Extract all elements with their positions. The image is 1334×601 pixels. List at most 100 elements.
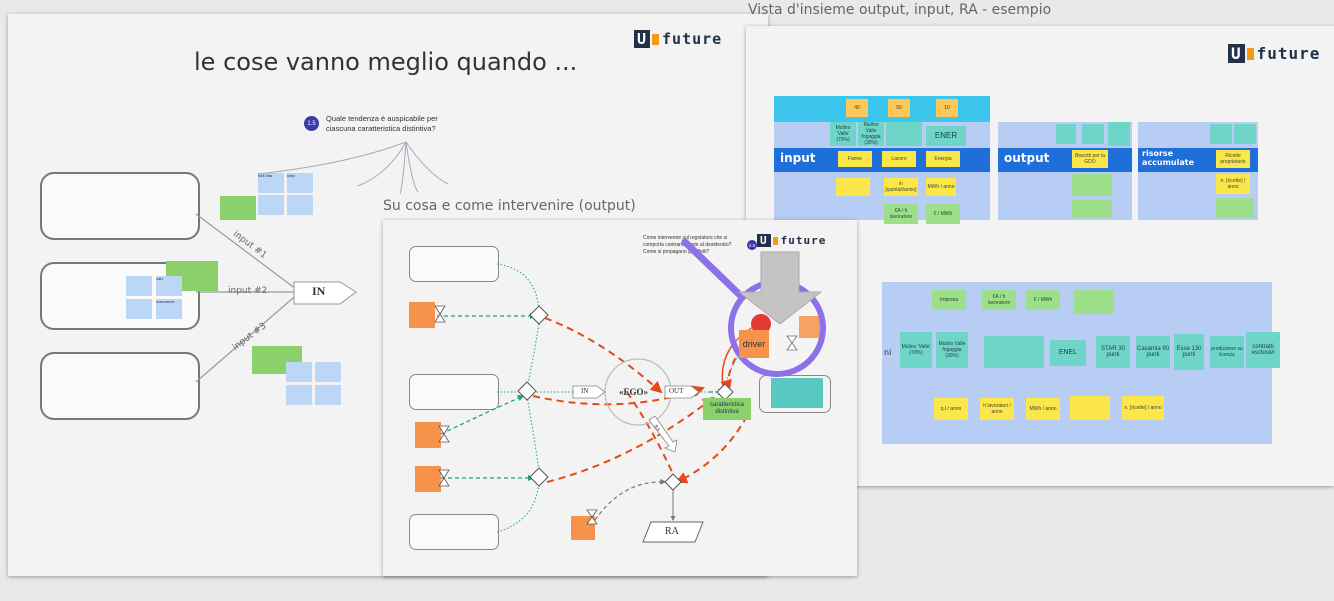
note[interactable]: Farine bbox=[838, 151, 872, 167]
carat-note[interactable]: caratteristica distintiva bbox=[703, 398, 751, 420]
icon-tile[interactable] bbox=[258, 195, 284, 215]
note[interactable]: produzione su licenza bbox=[1210, 336, 1244, 368]
green-note[interactable] bbox=[220, 196, 256, 220]
carat-label: caratteristica distintiva bbox=[709, 402, 744, 415]
note[interactable]: STAR 30 punti bbox=[1096, 336, 1130, 368]
note[interactable]: Casamia 90 punti bbox=[1136, 336, 1170, 368]
note[interactable] bbox=[1082, 124, 1104, 144]
risorse-header-label: risorse accumulate bbox=[1142, 149, 1194, 167]
note[interactable]: ENEL bbox=[1050, 340, 1086, 366]
note[interactable] bbox=[1072, 200, 1112, 218]
icon-tile[interactable] bbox=[286, 385, 312, 405]
note[interactable]: in [quintali/anno] bbox=[884, 178, 918, 196]
out-label: OUT bbox=[669, 387, 684, 395]
tile-text: tutti alta bbox=[258, 173, 273, 178]
input-box-3[interactable] bbox=[40, 352, 200, 420]
input-label-2: input #2 bbox=[228, 286, 268, 296]
note[interactable]: € / MWh bbox=[1026, 290, 1060, 310]
note[interactable]: n. [ricette] / anno bbox=[1216, 174, 1250, 194]
note[interactable] bbox=[1234, 124, 1256, 144]
note[interactable] bbox=[836, 178, 870, 196]
icon-tile[interactable] bbox=[126, 299, 152, 319]
left-connectors bbox=[195, 141, 449, 383]
note[interactable] bbox=[799, 316, 821, 338]
note[interactable]: € / MWh bbox=[926, 204, 960, 224]
note[interactable] bbox=[1072, 174, 1112, 196]
note[interactable]: ENER bbox=[926, 126, 966, 146]
icon-tile[interactable]: tutti alta bbox=[258, 173, 284, 193]
note[interactable]: Ricette proprietarie bbox=[1216, 150, 1250, 168]
output-band-header bbox=[998, 148, 1132, 172]
icon-tile[interactable]: tutto bbox=[287, 173, 313, 193]
teal-block[interactable] bbox=[771, 378, 823, 408]
tile-text: mancanza bbox=[156, 299, 175, 304]
question-line-3: Come si propagano gli effetti? bbox=[643, 249, 710, 255]
note[interactable] bbox=[1056, 124, 1076, 144]
note[interactable]: Biscotti per la GDO bbox=[1072, 150, 1108, 168]
note[interactable] bbox=[1070, 396, 1110, 420]
question-line-1: Quale tendenza è auspicabile per bbox=[326, 114, 438, 123]
ra-label: RA bbox=[665, 526, 679, 537]
logo-u: U bbox=[757, 234, 771, 247]
logo-u: U bbox=[1228, 44, 1245, 63]
driver-label: driver bbox=[742, 339, 766, 349]
input-band-row3 bbox=[774, 172, 990, 198]
note[interactable]: Mulino Valle fogaggia (30%) bbox=[858, 122, 884, 146]
note[interactable]: h lavoratori / anno bbox=[980, 398, 1014, 420]
page-title: le cose vanno meglio quando ... bbox=[194, 48, 578, 76]
question-badge: 1.5 bbox=[304, 116, 319, 131]
note[interactable]: MWh / anno bbox=[926, 178, 956, 196]
note[interactable]: €A / h lavoratore bbox=[982, 290, 1016, 310]
input-box-2[interactable] bbox=[409, 374, 499, 410]
note[interactable] bbox=[415, 466, 441, 492]
icon-tile[interactable]: calo bbox=[156, 276, 182, 296]
note[interactable]: Energia bbox=[926, 151, 960, 167]
note[interactable]: contratti esclusivi bbox=[1246, 332, 1280, 368]
note[interactable]: Mulino 'Valle' (70%) bbox=[830, 122, 856, 146]
note[interactable]: Mulino 'Valle' (70%) bbox=[900, 332, 932, 368]
note[interactable] bbox=[415, 422, 441, 448]
icon-tile[interactable] bbox=[126, 276, 152, 296]
input-box-3[interactable] bbox=[409, 514, 499, 550]
note[interactable] bbox=[1216, 198, 1254, 218]
input-header-label: input bbox=[780, 151, 816, 165]
driver-note[interactable]: driver bbox=[739, 330, 769, 358]
note[interactable]: MWh / anno bbox=[1026, 398, 1060, 420]
note[interactable] bbox=[409, 302, 435, 328]
note[interactable]: Esse 130 punti bbox=[1174, 334, 1204, 370]
frame-right-title: Vista d'insieme output, input, RA - esem… bbox=[748, 2, 1052, 18]
note[interactable] bbox=[1210, 124, 1232, 144]
logo-text: future bbox=[662, 30, 723, 48]
number-note[interactable]: 50 bbox=[888, 99, 910, 117]
note[interactable]: Impresa bbox=[932, 290, 966, 310]
note[interactable]: Mulino Valle fogaggia (30%) bbox=[936, 332, 968, 368]
question-line-1: Come intervenire sul regolatore che si bbox=[643, 235, 728, 241]
icon-tile[interactable] bbox=[287, 195, 313, 215]
logo-text: future bbox=[1256, 44, 1321, 63]
question-line-2: ciascuna caratteristica distintiva? bbox=[326, 124, 436, 133]
note[interactable] bbox=[886, 122, 922, 146]
tile-text: tutto bbox=[287, 173, 295, 178]
note[interactable]: n. [ricette] / anno bbox=[1122, 396, 1164, 420]
question-badge: 2.5 bbox=[747, 240, 757, 250]
in-label: IN bbox=[581, 387, 589, 395]
note[interactable] bbox=[984, 336, 1044, 368]
icon-tile[interactable] bbox=[286, 362, 312, 382]
icon-tile[interactable]: mancanza bbox=[156, 299, 182, 319]
logo-text: future bbox=[780, 234, 827, 247]
ego-label: «EGO» bbox=[619, 387, 649, 397]
note[interactable] bbox=[1108, 122, 1130, 146]
note[interactable] bbox=[1074, 290, 1114, 314]
number-note[interactable]: 40 bbox=[846, 99, 868, 117]
note[interactable]: €A / h lavoratore bbox=[884, 204, 918, 224]
in-arrow-label: IN bbox=[312, 284, 326, 298]
input-box-1[interactable] bbox=[40, 172, 200, 240]
note[interactable]: q.l / anno bbox=[934, 398, 968, 420]
icon-tile[interactable] bbox=[315, 362, 341, 382]
icon-tile[interactable] bbox=[315, 385, 341, 405]
number-note[interactable]: 10 bbox=[936, 99, 958, 117]
note[interactable]: Lavoro bbox=[882, 151, 916, 167]
grey-box bbox=[759, 375, 831, 413]
